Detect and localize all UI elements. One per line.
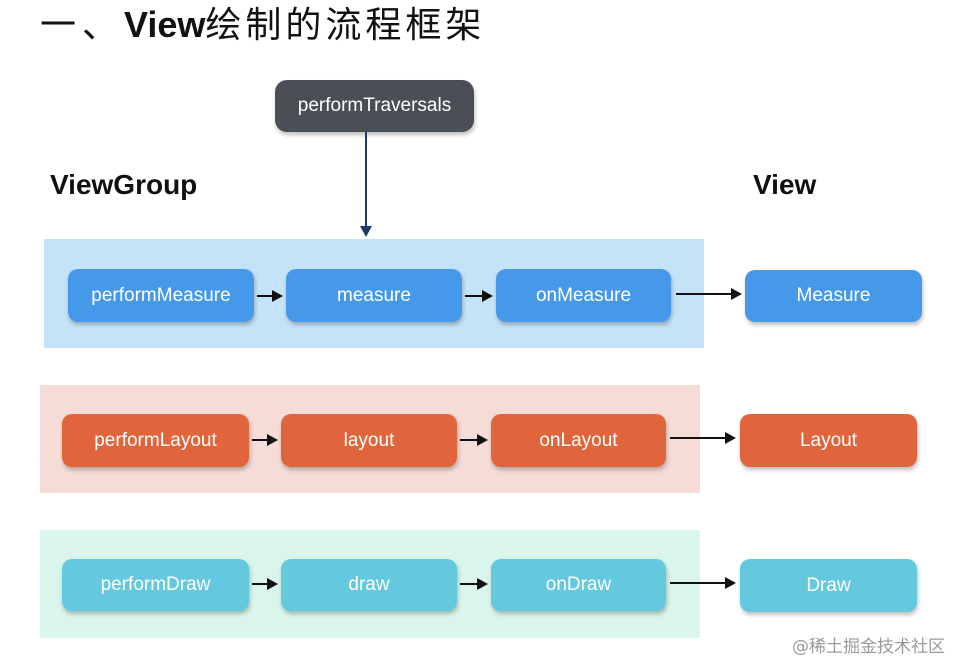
arrow bbox=[257, 290, 283, 302]
on-layout-node: onLayout bbox=[491, 414, 666, 467]
measure-node: measure bbox=[286, 269, 462, 322]
page-title: 一、View绘制的流程框架 bbox=[40, 2, 485, 48]
layout-node: layout bbox=[281, 414, 457, 467]
arrow bbox=[670, 432, 736, 444]
arrow bbox=[252, 434, 278, 446]
viewgroup-label: ViewGroup bbox=[50, 169, 198, 200]
arrow bbox=[670, 577, 736, 589]
view-label: View bbox=[753, 169, 817, 200]
perform-draw-node: performDraw bbox=[62, 559, 249, 611]
title-keyword: View bbox=[124, 4, 206, 45]
entry-connector bbox=[365, 132, 367, 226]
watermark: @稀土掘金技术社区 bbox=[792, 637, 945, 657]
arrow bbox=[252, 578, 278, 590]
view-layout-node: Layout bbox=[740, 414, 917, 467]
arrow bbox=[460, 434, 488, 446]
on-draw-node: onDraw bbox=[491, 559, 666, 611]
draw-node: draw bbox=[281, 559, 457, 611]
perform-measure-node: performMeasure bbox=[68, 269, 254, 322]
arrow bbox=[465, 290, 493, 302]
arrow bbox=[460, 578, 488, 590]
title-prefix: 一、 bbox=[40, 5, 125, 46]
view-draw-node: Draw bbox=[740, 559, 917, 612]
arrow bbox=[676, 288, 742, 300]
title-rest: 绘制的流程框架 bbox=[205, 5, 486, 46]
perform-traversals-node: performTraversals bbox=[275, 80, 474, 132]
on-measure-node: onMeasure bbox=[496, 269, 671, 322]
perform-layout-node: performLayout bbox=[62, 414, 249, 467]
entry-arrowhead bbox=[360, 226, 372, 237]
view-measure-node: Measure bbox=[745, 270, 922, 322]
